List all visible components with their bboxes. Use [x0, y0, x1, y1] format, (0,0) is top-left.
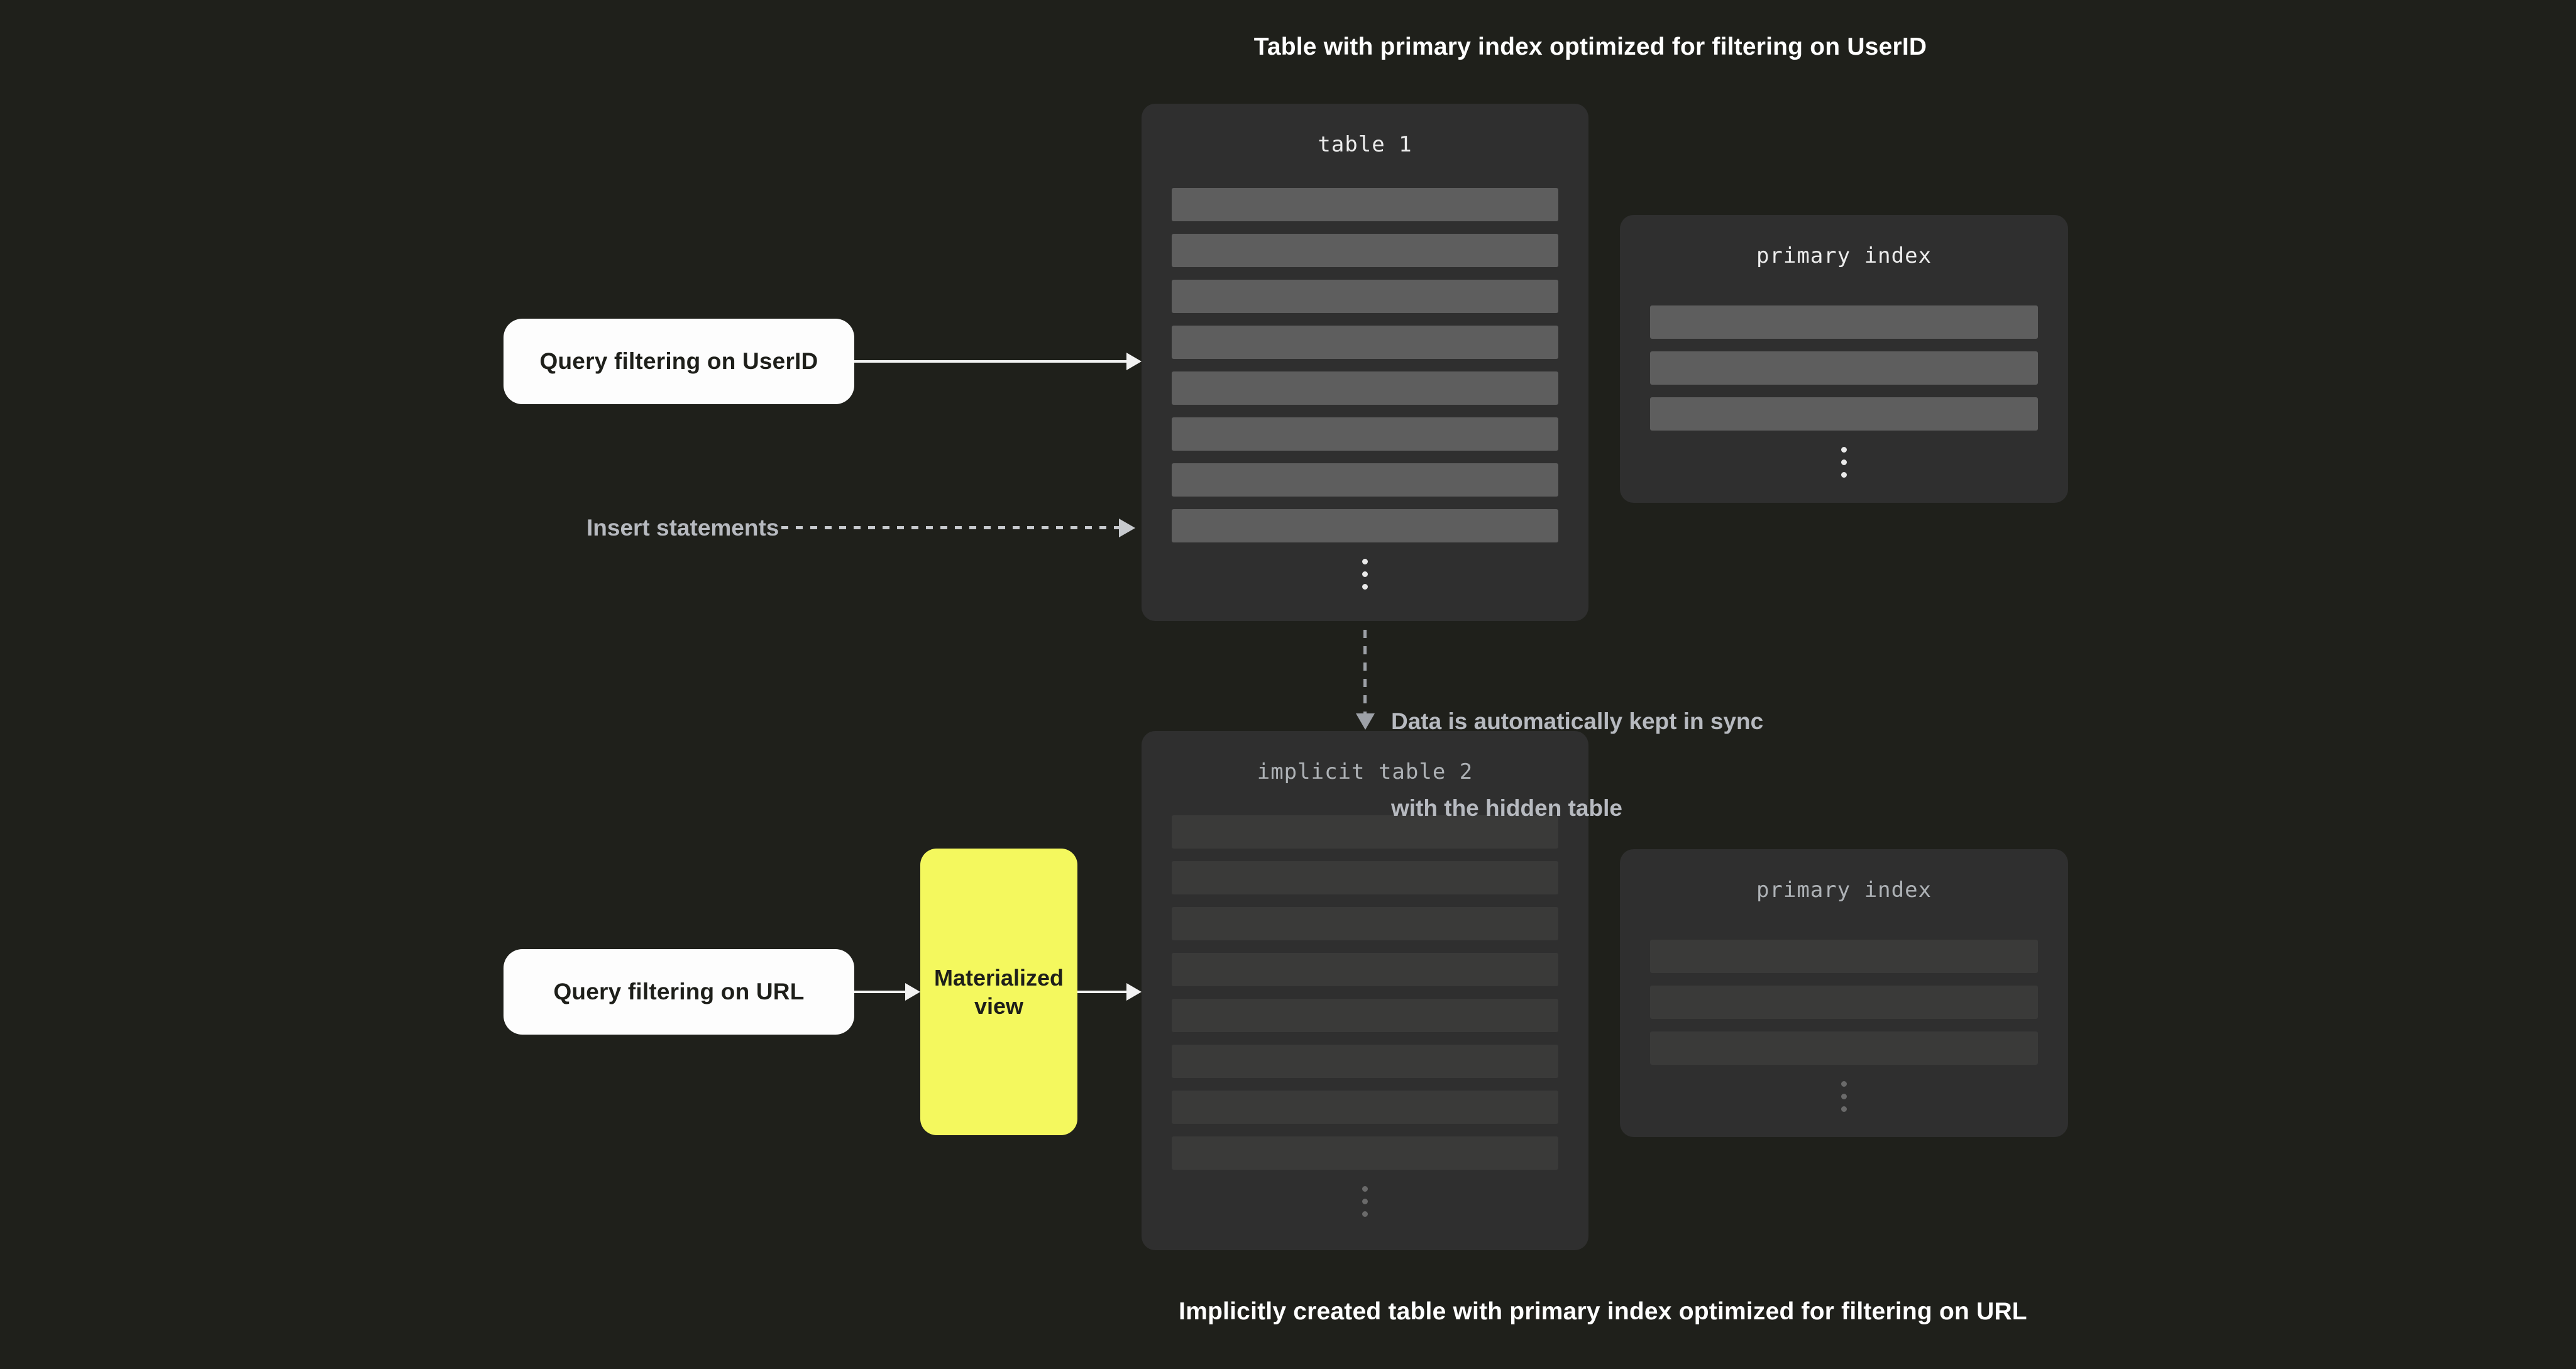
- index-row: [1650, 1031, 2038, 1065]
- primary-index-bottom-title: primary index: [1756, 877, 1932, 903]
- arrowhead-right-icon: [905, 983, 920, 1001]
- dashed-arrow-table1-to-table2: [1363, 630, 1367, 713]
- table1-box: table 1: [1142, 104, 1588, 621]
- vertical-ellipsis-icon: [1650, 1081, 2038, 1112]
- table-row: [1172, 953, 1558, 986]
- table1-rows: [1172, 188, 1558, 542]
- table-row: [1172, 1045, 1558, 1078]
- primary-index-bottom-box: primary index: [1620, 849, 2068, 1137]
- sync-label-line1: Data is automatically kept in sync: [1391, 708, 1764, 734]
- arrow-materialized-view-to-table2: [1077, 991, 1126, 993]
- index-row: [1650, 397, 2038, 431]
- implicit-table2-rows: [1172, 815, 1558, 1170]
- table-row: [1172, 417, 1558, 451]
- table-row: [1172, 463, 1558, 497]
- primary-index-top-box: primary index: [1620, 215, 2068, 503]
- table-row: [1172, 1136, 1558, 1170]
- table-row: [1172, 861, 1558, 894]
- table-row: [1172, 1091, 1558, 1124]
- query-filtering-userid-label: Query filtering on UserID: [539, 348, 818, 374]
- primary-index-top-rows: [1650, 305, 2038, 431]
- insert-statements-label: Insert statements: [586, 515, 779, 541]
- arrow-userid-to-table1: [854, 360, 1126, 363]
- materialized-view-label: Materialized view: [933, 965, 1064, 1019]
- index-row: [1650, 986, 2038, 1019]
- top-caption: Table with primary index optimized for f…: [1253, 33, 1927, 60]
- sync-label: Data is automatically kept in sync with …: [1391, 649, 1763, 881]
- arrowhead-right-icon: [1126, 353, 1142, 370]
- arrowhead-right-icon: [1126, 983, 1142, 1001]
- primary-index-top-title: primary index: [1756, 243, 1932, 268]
- implicit-table2-box: implicit table 2: [1142, 731, 1588, 1250]
- table-row: [1172, 326, 1558, 359]
- query-filtering-url-node: Query filtering on URL: [504, 949, 854, 1035]
- arrow-url-to-materialized-view: [854, 991, 905, 993]
- arrowhead-right-icon: [1119, 519, 1135, 537]
- implicit-table2-title: implicit table 2: [1257, 759, 1473, 784]
- table-row: [1172, 234, 1558, 267]
- table-row: [1172, 371, 1558, 405]
- index-row: [1650, 305, 2038, 339]
- materialized-view-node: Materialized view: [920, 849, 1077, 1135]
- sync-label-line2: with the hidden table: [1391, 795, 1622, 821]
- table-row: [1172, 280, 1558, 313]
- bottom-caption: Implicitly created table with primary in…: [1179, 1298, 2027, 1325]
- query-filtering-userid-node: Query filtering on UserID: [504, 319, 854, 404]
- vertical-ellipsis-icon: [1172, 559, 1558, 590]
- index-row: [1650, 940, 2038, 973]
- table-row: [1172, 188, 1558, 221]
- dashed-arrow-insert-to-table1: [781, 526, 1119, 529]
- table-row: [1172, 999, 1558, 1032]
- arrowhead-down-icon: [1356, 713, 1375, 730]
- vertical-ellipsis-icon: [1650, 447, 2038, 478]
- table-row: [1172, 815, 1558, 849]
- query-filtering-url-label: Query filtering on URL: [553, 979, 805, 1004]
- primary-index-bottom-rows: [1650, 940, 2038, 1065]
- table-row: [1172, 907, 1558, 940]
- vertical-ellipsis-icon: [1172, 1186, 1558, 1217]
- table1-title: table 1: [1318, 132, 1412, 157]
- table-row: [1172, 509, 1558, 542]
- index-row: [1650, 351, 2038, 385]
